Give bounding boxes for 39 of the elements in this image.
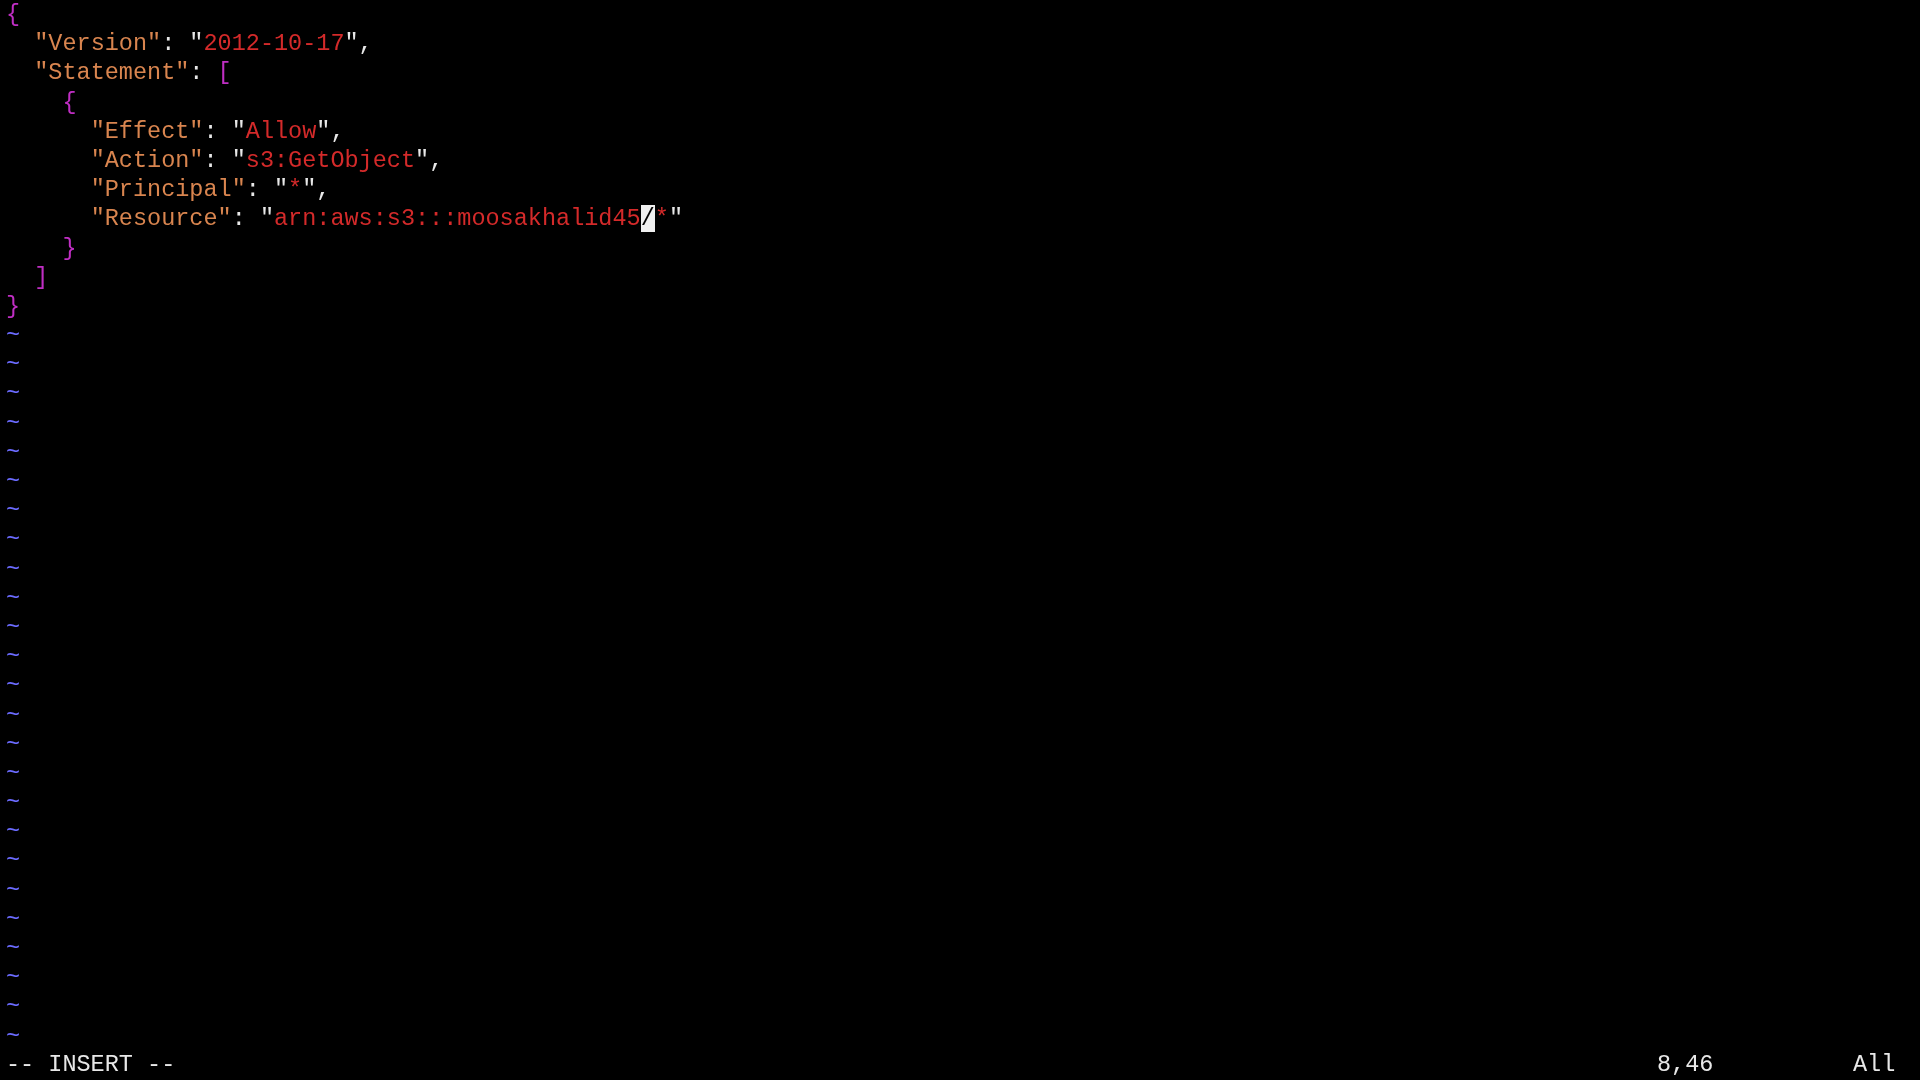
empty-line-marker: ~	[6, 613, 21, 641]
empty-line-marker: ~	[6, 789, 21, 817]
empty-line-marker: ~	[6, 409, 21, 437]
code-line: "Principal": "*",	[89, 176, 331, 204]
empty-line-marker: ~	[6, 468, 21, 495]
code-line: ]	[33, 263, 49, 291]
empty-line-marker: ~	[6, 701, 21, 729]
code-line: "Effect": "Allow",	[89, 117, 345, 145]
empty-line-marker: ~	[6, 438, 21, 466]
scroll-position: All	[1853, 1051, 1896, 1078]
code-line: "Version": "2012-10-17",	[33, 30, 373, 58]
empty-line-marker: ~	[6, 818, 21, 846]
code-line: }	[61, 234, 77, 262]
empty-line-marker: ~	[6, 730, 21, 758]
code-line: {	[6, 1, 21, 28]
empty-line-marker: ~	[6, 935, 21, 962]
empty-line-marker: ~	[6, 322, 21, 350]
cursor-position: 8,46	[1657, 1051, 1714, 1078]
empty-line-marker: ~	[6, 526, 21, 554]
empty-line-marker: ~	[6, 584, 21, 612]
empty-line-marker: ~	[6, 847, 21, 875]
empty-line-marker: ~	[6, 643, 21, 671]
empty-line-marker: ~	[6, 555, 21, 583]
empty-line-marker: ~	[6, 672, 21, 700]
code-line: }	[6, 292, 21, 320]
empty-line-marker: ~	[6, 905, 21, 933]
empty-line-marker: ~	[6, 993, 21, 1021]
code-line: {	[61, 88, 77, 116]
code-line: "Action": "s3:GetObject",	[89, 146, 444, 174]
code-line: "Resource": "arn:aws:s3:::moosakhalid45/*"	[89, 205, 683, 233]
empty-line-marker: ~	[6, 876, 21, 904]
empty-line-marker: ~	[6, 759, 21, 787]
mode-indicator: -- INSERT --	[6, 1051, 176, 1078]
empty-line-marker: ~	[6, 497, 21, 525]
empty-line-marker: ~	[6, 351, 21, 379]
empty-line-marker: ~	[6, 380, 21, 408]
code-line: "Statement": [	[33, 59, 232, 87]
empty-line-marker: ~	[6, 1022, 21, 1050]
empty-line-marker: ~	[6, 964, 21, 992]
